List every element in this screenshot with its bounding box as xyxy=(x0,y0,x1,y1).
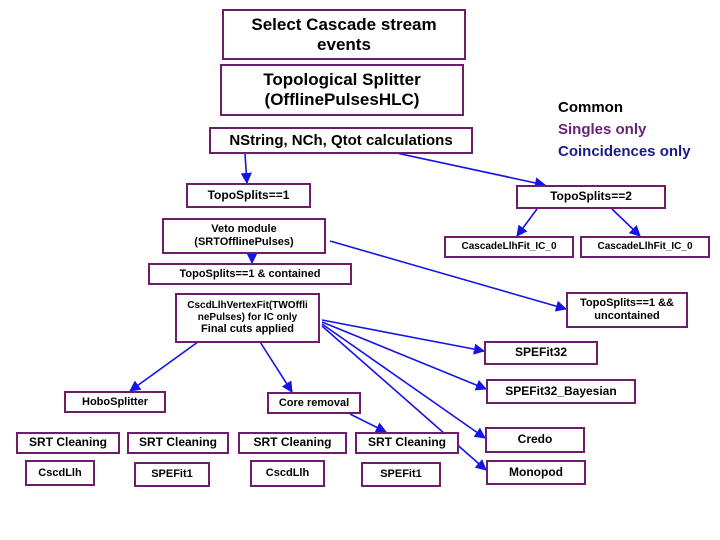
srt-cleaning-label-4: SRT Cleaning xyxy=(367,435,446,450)
topo-splits-1-box: TopoSplits==1 xyxy=(186,183,311,208)
spefit32-bayesian-label: SPEFit32_Bayesian xyxy=(505,383,617,398)
nstring-calculations-box: NString, NCh, Qtot calculations xyxy=(209,127,473,154)
credo-box: Credo xyxy=(485,427,585,453)
srt-cleaning-box-4: SRT Cleaning xyxy=(355,432,459,454)
hobo-splitter-label: HoboSplitter xyxy=(82,395,148,408)
arrow-cscd-vertex-to-spefit32 xyxy=(321,319,486,355)
cscd-vertex-fit-line3: Final cuts applied xyxy=(201,323,294,336)
srt-cleaning-label-2: SRT Cleaning xyxy=(138,435,217,450)
cscdllh-box-1: CscdLlh xyxy=(25,460,95,486)
topological-splitter-line1: Topological Splitter xyxy=(263,70,421,90)
srt-cleaning-label-1: SRT Cleaning xyxy=(28,435,107,450)
srt-cleaning-box-2: SRT Cleaning xyxy=(127,432,229,454)
core-removal-label: Core removal xyxy=(278,396,350,409)
topo-splits-uncontained-box: TopoSplits==1 &&uncontained xyxy=(566,292,688,328)
arrow-nstring-to-topo1 xyxy=(240,153,252,185)
cascade-llh-fit-left-box: CascadeLlhFit_IC_0 xyxy=(444,236,574,258)
srt-cleaning-box-1: SRT Cleaning xyxy=(16,432,120,454)
veto-module-box: Veto module(SRTOfflinePulses) xyxy=(162,218,326,254)
cscdllh-label-1: CscdLlh xyxy=(38,466,82,479)
select-cascade-line1: Select Cascade stream xyxy=(251,14,437,34)
spefit32-label: SPEFit32 xyxy=(514,345,568,360)
veto-module-line2: (SRTOfflinePulses) xyxy=(194,236,294,248)
core-removal-box: Core removal xyxy=(267,392,361,414)
spefit1-box-2: SPEFit1 xyxy=(361,462,441,487)
cscd-vertex-fit-line1: CscdLlhVertexFit(TWOffli xyxy=(187,300,308,312)
cscd-vertex-fit-line2: nePulses) for IC only xyxy=(197,311,298,323)
monopod-label: Monopod xyxy=(509,464,563,479)
topo-splits-2-box: TopoSplits==2 xyxy=(516,185,666,209)
arrow-cscd-vertex-to-credo xyxy=(321,323,486,439)
credo-label: Credo xyxy=(517,432,553,447)
legend: Common Singles only Coincidences only xyxy=(558,97,691,163)
topo-splits-2-label: TopoSplits==2 xyxy=(550,189,632,204)
srt-cleaning-label-3: SRT Cleaning xyxy=(253,435,332,450)
monopod-box: Monopod xyxy=(486,460,586,485)
arrow-topo2-to-cascade-left xyxy=(516,208,538,237)
spefit32-box: SPEFit32 xyxy=(484,341,598,365)
spefit1-label-2: SPEFit1 xyxy=(380,468,422,481)
spefit32-bayesian-box: SPEFit32_Bayesian xyxy=(486,379,636,404)
topological-splitter-box: Topological Splitter(OfflinePulsesHLC) xyxy=(220,64,464,116)
arrow-topo2-to-cascade-right xyxy=(611,208,641,237)
topo-splits-uncontained-line2: uncontained xyxy=(594,310,660,322)
cscdllh-label-2: CscdLlh xyxy=(265,467,310,480)
srt-cleaning-box-3: SRT Cleaning xyxy=(238,432,347,454)
arrow-cscd-vertex-to-hobo xyxy=(129,338,203,392)
spefit1-label-1: SPEFit1 xyxy=(151,468,193,481)
legend-common: Common xyxy=(558,99,623,116)
veto-module-line1: Veto module xyxy=(211,223,277,236)
nstring-calculations-label: NString, NCh, Qtot calculations xyxy=(229,131,453,149)
arrow-core-to-srt4 xyxy=(349,413,388,433)
select-cascade-line2: events xyxy=(317,34,371,54)
cascade-llh-fit-right-box: CascadeLlhFit_IC_0 xyxy=(580,236,710,258)
arrow-cscd-vertex-to-core xyxy=(254,333,293,393)
topological-splitter-line2: (OfflinePulsesHLC) xyxy=(264,90,420,109)
legend-singles: Singles only xyxy=(558,121,647,138)
arrow-veto-to-topo1-uncontained xyxy=(329,240,568,312)
cscdllh-box-2: CscdLlh xyxy=(250,460,325,487)
spefit1-box-1: SPEFit1 xyxy=(134,462,210,487)
cascade-llh-fit-right-label: CascadeLlhFit_IC_0 xyxy=(597,241,693,253)
topo-splits-contained-box: TopoSplits==1 & contained xyxy=(148,263,352,285)
topo-splits-uncontained-line1: TopoSplits==1 && xyxy=(580,297,674,310)
topo-splits-1-label: TopoSplits==1 xyxy=(207,187,290,202)
arrow-cscd-vertex-to-spefit32-bayes xyxy=(321,321,488,391)
topo-splits-contained-label: TopoSplits==1 & contained xyxy=(179,267,321,280)
cascade-llh-fit-left-label: CascadeLlhFit_IC_0 xyxy=(461,241,557,253)
hobo-splitter-box: HoboSplitter xyxy=(64,391,166,413)
legend-coincidences: Coincidences only xyxy=(558,143,691,160)
